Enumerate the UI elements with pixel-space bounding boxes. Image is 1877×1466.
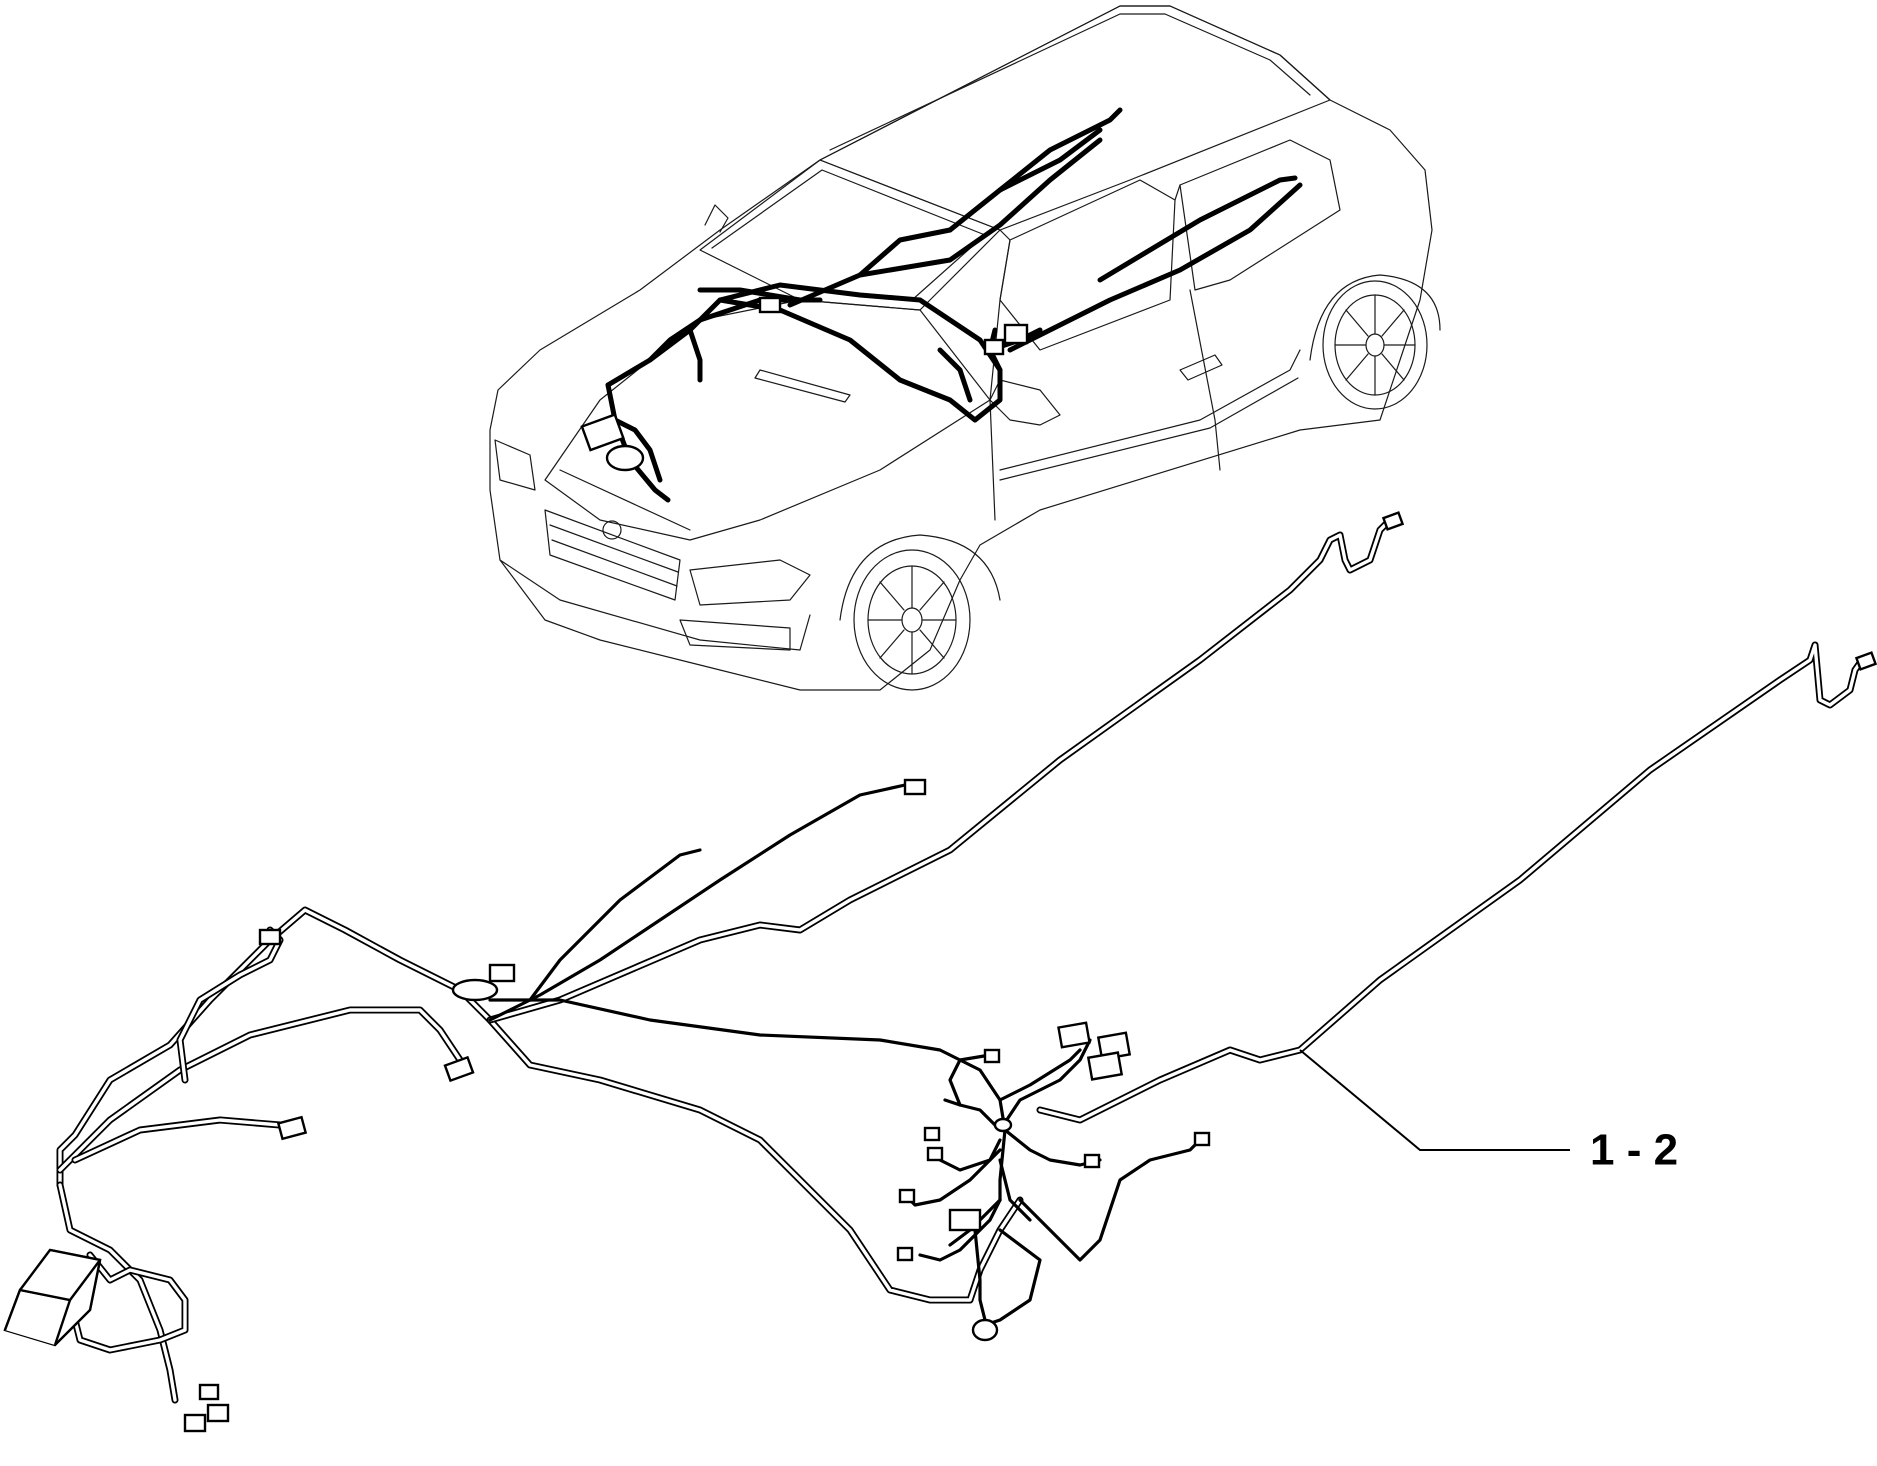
connector	[1381, 511, 1405, 531]
connector	[896, 1246, 914, 1262]
connector	[206, 1403, 230, 1423]
car-body-outline	[489, 5, 1433, 691]
callout-label: 1 - 2	[1590, 1126, 1678, 1175]
connector	[276, 1115, 308, 1141]
callout-leader-line	[1299, 1049, 1570, 1151]
car-connector	[758, 296, 782, 314]
car-connector	[983, 338, 1005, 356]
connector	[198, 1383, 220, 1401]
connector	[898, 1188, 916, 1204]
connector	[948, 1208, 982, 1232]
grommet	[451, 978, 499, 1002]
car-wheel-front	[853, 549, 971, 691]
connector	[1854, 651, 1877, 671]
car-connector	[580, 413, 625, 452]
car-illustration	[489, 5, 1441, 691]
car-headlight-left	[494, 439, 536, 491]
connector	[971, 1318, 999, 1342]
car-wheel-rear	[1322, 280, 1428, 410]
car-badge	[602, 520, 622, 540]
wiring-harness-exploded: 1 - 2	[3, 511, 1877, 1433]
car-connector	[1003, 323, 1029, 345]
connector	[923, 1126, 941, 1142]
connector	[1083, 1153, 1101, 1169]
harness-main-loom	[56, 516, 1866, 1404]
harness-thin-leads	[488, 783, 1202, 1327]
car-side-window-rear	[1179, 139, 1341, 291]
harness-connectors	[3, 511, 1877, 1433]
connector	[488, 963, 516, 983]
car-windshield	[699, 159, 1001, 311]
harness-relay-box	[3, 1248, 102, 1347]
connector	[1057, 1021, 1091, 1049]
connector	[903, 778, 927, 796]
car-grille	[544, 509, 681, 601]
connector	[258, 928, 282, 946]
car-harness-overlay	[580, 107, 1303, 503]
connector	[1193, 1131, 1211, 1147]
connector	[1086, 1051, 1124, 1081]
grommet	[993, 1117, 1013, 1133]
car-front-bumper	[499, 559, 811, 651]
connector	[983, 1048, 1001, 1064]
car-headlight-right	[689, 559, 811, 606]
connector	[443, 1055, 475, 1083]
connector	[926, 1146, 944, 1162]
connector	[183, 1413, 207, 1433]
car-roof	[819, 5, 1331, 231]
car-connector	[605, 444, 645, 472]
